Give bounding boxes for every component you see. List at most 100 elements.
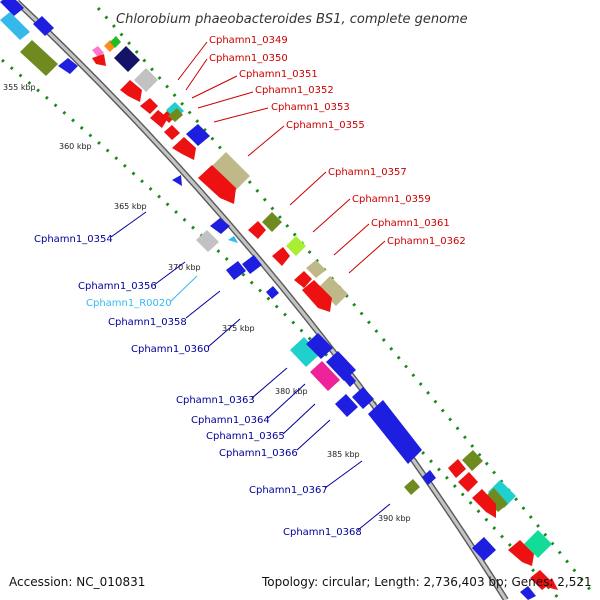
gene-label[interactable]: Cphamn1_0367 [249, 485, 328, 496]
gene-feature[interactable] [448, 459, 466, 478]
gene-feature[interactable] [0, 0, 24, 16]
genome-backbone [14, 0, 509, 600]
gene-feature[interactable] [472, 489, 496, 518]
gene-feature[interactable] [134, 68, 158, 92]
gene-label[interactable]: Cphamn1_0352 [255, 85, 334, 96]
gene-label[interactable]: Cphamn1_0358 [108, 317, 187, 328]
gene-feature[interactable] [326, 351, 356, 381]
kbp-tick: 360 kbp [59, 142, 92, 151]
gene-feature[interactable] [352, 387, 374, 409]
leader-line [282, 403, 316, 435]
gene-feature[interactable] [92, 54, 106, 66]
gene-feature[interactable] [422, 470, 436, 485]
forward-labels: Cphamn1_0349 Cphamn1_0350 Cphamn1_0351 C… [209, 35, 466, 247]
gene-label[interactable]: Cphamn1_0349 [209, 35, 288, 46]
gene-feature[interactable] [58, 58, 78, 74]
dotted-tracks [1, 7, 594, 600]
gene-feature[interactable] [172, 175, 182, 186]
leader-line [153, 261, 186, 286]
gene-feature[interactable] [114, 46, 140, 72]
gene-label[interactable]: Cphamn1_0362 [387, 236, 466, 247]
gene-label[interactable]: Cphamn1_0350 [209, 53, 288, 64]
gene-feature[interactable] [196, 230, 219, 252]
gene-feature[interactable] [286, 236, 306, 256]
accession-text: Accession: NC_010831 [9, 575, 145, 589]
gene-feature[interactable] [210, 152, 250, 192]
gene-feature[interactable] [484, 488, 508, 512]
gene-label[interactable]: Cphamn1_0368 [283, 527, 362, 538]
gene-label[interactable]: Cphamn1_0351 [239, 69, 318, 80]
kbp-tick: 390 kbp [378, 514, 411, 523]
gene-feature[interactable] [168, 108, 183, 122]
gene-label[interactable]: Cphamn1_0365 [206, 431, 285, 442]
gene-label[interactable]: Cphamn1_0353 [271, 102, 350, 113]
gene-feature[interactable] [310, 361, 340, 391]
leader-line [247, 125, 285, 157]
gene-feature[interactable] [226, 261, 246, 280]
reverse-strand-features [0, 0, 496, 561]
gene-feature[interactable] [404, 479, 420, 495]
gene-feature[interactable] [306, 333, 333, 359]
gene-feature[interactable] [302, 280, 332, 312]
leader-line [110, 211, 147, 238]
gene-feature[interactable] [306, 260, 326, 278]
leader-line [289, 171, 327, 206]
gene-feature[interactable] [140, 98, 158, 114]
gene-feature[interactable] [542, 578, 558, 590]
genome-summary-text: Topology: circular; Length: 2,736,403 bp… [261, 575, 592, 589]
gene-label[interactable]: Cphamn1_0354 [34, 234, 113, 245]
gene-feature[interactable] [344, 374, 356, 387]
gene-label[interactable]: Cphamn1_0366 [219, 448, 298, 459]
reverse-labels: Cphamn1_0354 Cphamn1_0356 Cphamn1_R0020 … [34, 234, 362, 538]
gene-label[interactable]: Cphamn1_0361 [371, 218, 450, 229]
gene-label[interactable]: Cphamn1_0357 [328, 167, 407, 178]
gene-feature[interactable] [508, 540, 534, 566]
gene-label[interactable]: Cphamn1_0360 [131, 344, 210, 355]
kbp-tick: 355 kbp [3, 83, 36, 92]
leader-line [207, 318, 241, 348]
gene-feature[interactable] [92, 46, 104, 57]
gene-feature[interactable] [458, 472, 478, 492]
gene-feature[interactable] [242, 255, 262, 274]
gene-label[interactable]: Cphamn1_0363 [176, 395, 255, 406]
leader-line [185, 290, 221, 319]
forward-strand-features [92, 36, 558, 600]
gene-feature[interactable] [335, 394, 358, 417]
leader-line [312, 198, 351, 233]
gene-label[interactable]: Cphamn1_0356 [78, 281, 157, 292]
gene-feature[interactable] [172, 137, 196, 160]
gene-feature[interactable] [110, 36, 121, 48]
leader-line [267, 383, 306, 419]
gene-feature[interactable] [164, 125, 180, 140]
leader-line [177, 41, 208, 81]
gene-feature[interactable] [488, 480, 516, 508]
gene-feature[interactable] [462, 450, 483, 471]
gene-feature[interactable] [228, 236, 238, 243]
gene-label[interactable]: Cphamn1_0364 [191, 415, 270, 426]
gene-feature[interactable] [210, 218, 230, 234]
rna-label[interactable]: Cphamn1_R0020 [86, 298, 172, 309]
gene-feature[interactable] [272, 247, 290, 266]
gene-feature[interactable] [294, 271, 312, 288]
gene-feature[interactable] [290, 337, 320, 367]
gene-feature[interactable] [318, 276, 348, 306]
gene-feature[interactable] [248, 221, 266, 239]
leader-line [185, 58, 208, 91]
gene-feature[interactable] [20, 40, 58, 76]
gene-feature[interactable] [368, 400, 422, 464]
leader-line [357, 503, 391, 531]
kbp-tick: 365 kbp [114, 202, 147, 211]
gene-feature[interactable] [262, 212, 282, 232]
gene-feature[interactable] [33, 16, 54, 36]
gene-feature[interactable] [0, 12, 30, 40]
gene-feature[interactable] [186, 124, 210, 146]
gene-label[interactable]: Cphamn1_0359 [352, 194, 431, 205]
gene-feature[interactable] [198, 165, 236, 204]
gene-label[interactable]: Cphamn1_0355 [286, 120, 365, 131]
gene-feature[interactable] [472, 537, 496, 561]
gene-feature[interactable] [120, 80, 142, 102]
leader-line [333, 223, 370, 256]
gene-feature[interactable] [520, 586, 536, 600]
gene-feature[interactable] [266, 286, 279, 299]
